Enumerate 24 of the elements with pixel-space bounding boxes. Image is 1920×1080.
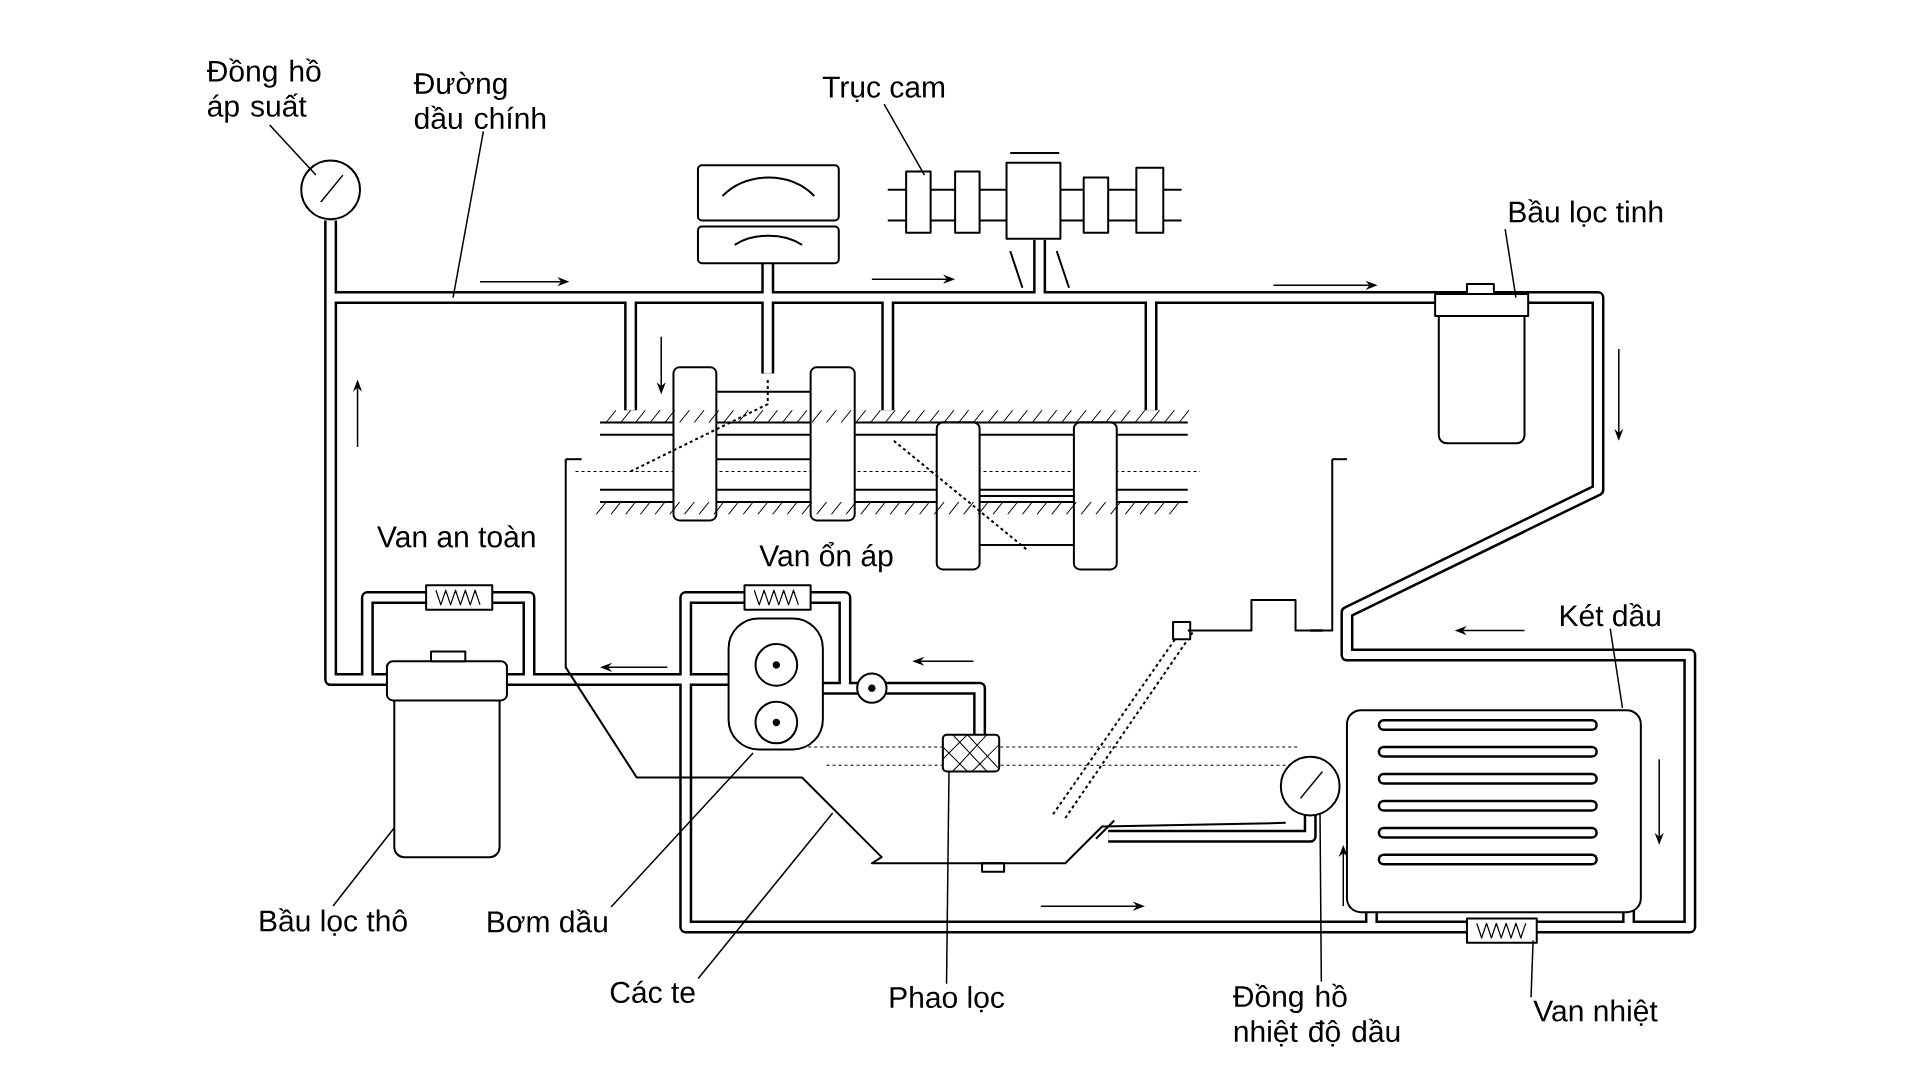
part-label: Bơm dầu [488, 909, 607, 933]
part-label: Trục cam [822, 76, 945, 102]
leader-line [1609, 627, 1624, 709]
leader-line [452, 130, 485, 299]
part-label: Đồng hồ nhiệt độ dầu [1233, 983, 1400, 1047]
leader-line [332, 827, 396, 907]
leader-line [610, 752, 754, 908]
leader-line [268, 124, 317, 176]
part-label: Bầu lọc thô [260, 908, 407, 936]
part-label: Van nhiệt [1533, 999, 1658, 1026]
leader-line [1319, 813, 1323, 983]
part-label: Van an toàn [377, 525, 535, 548]
part-label: Đồng hồ áp suất [206, 58, 321, 123]
part-label: Két dầu [1560, 603, 1660, 627]
leader-line [1530, 939, 1534, 998]
part-label: Đường dầu chính [413, 71, 546, 130]
part-label: Bầu lọc tinh [1509, 199, 1663, 227]
part-label: Phao lọc [890, 986, 1005, 1013]
leader-line [1504, 228, 1517, 299]
leader-line [945, 770, 950, 985]
leader-line [883, 103, 926, 176]
part-label: Các te [610, 980, 695, 1004]
part-label: Van ổn áp [759, 541, 893, 573]
leader-line [697, 812, 834, 980]
